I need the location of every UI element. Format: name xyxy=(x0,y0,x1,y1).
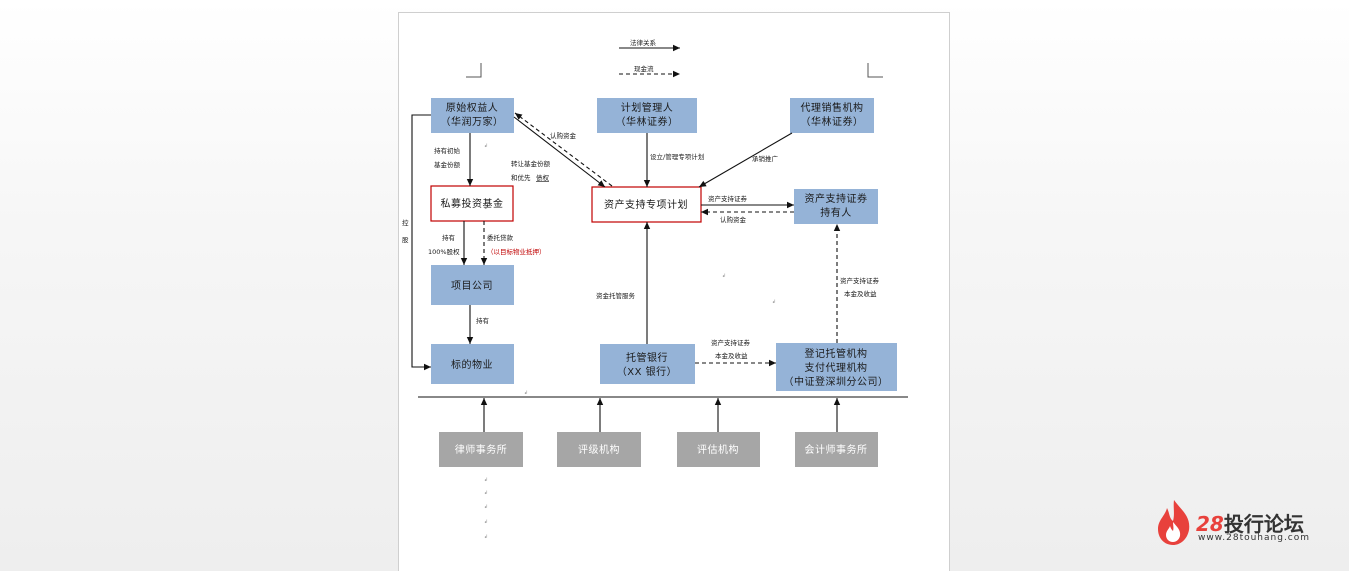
brand-watermark: 28投行论坛 www.28touhang.com xyxy=(1155,498,1330,548)
node-original-owner: 原始权益人 （华润万家） xyxy=(431,98,514,133)
transfer-share-label-1: 转让基金份额 xyxy=(511,159,551,168)
svg-text:↲: ↲ xyxy=(484,519,488,525)
holds-label: 持有 xyxy=(476,316,490,325)
hold-100-label-1: 持有 xyxy=(442,233,456,242)
abs-income-label-1a: 资产支持证券 xyxy=(711,338,751,347)
registration-agency-line1: 登记托管机构 xyxy=(805,347,868,360)
svg-text:↲: ↲ xyxy=(484,143,488,149)
abs-holder-line1: 资产支持证券 xyxy=(805,192,868,205)
svg-text:↲: ↲ xyxy=(484,504,488,510)
transfer-share-label-2: 和优先 xyxy=(511,173,531,182)
original-owner-line1: 原始权益人 xyxy=(446,101,499,114)
subscription-funds-label-2: 认购资金 xyxy=(720,215,747,224)
svg-text:↲: ↲ xyxy=(722,273,726,279)
node-plan-manager: 计划管理人 （华林证券） xyxy=(597,98,697,133)
abs-out-label: 资产支持证券 xyxy=(708,194,748,203)
svg-text:↲: ↲ xyxy=(484,477,488,483)
abs-income-label-1b: 本金及收益 xyxy=(715,351,748,360)
control-connector xyxy=(411,114,431,371)
target-property-label: 标的物业 xyxy=(451,358,493,371)
abs-holder-line2: 持有人 xyxy=(820,206,852,219)
node-abs-holder: 资产支持证券 持有人 xyxy=(794,189,878,224)
registration-agency-line2: 支付代理机构 xyxy=(805,361,868,374)
custodian-bank-line2: （XX 银行） xyxy=(617,365,677,378)
hold-100-label-2: 100%股权 xyxy=(428,247,460,256)
abs-plan-label: 资产支持专项计划 xyxy=(604,198,688,211)
law-firm-label: 律师事务所 xyxy=(455,443,508,456)
brand-number: 28 xyxy=(1196,512,1224,536)
crop-mark-left xyxy=(466,63,482,78)
flame-logo-icon xyxy=(1158,500,1190,545)
svg-text:↲: ↲ xyxy=(772,299,776,305)
node-target-property: 标的物业 xyxy=(431,344,514,384)
mortgage-note-label: （以目标物业抵押） xyxy=(487,247,546,256)
node-project-company: 项目公司 xyxy=(431,265,514,305)
node-law-firm: 律师事务所 xyxy=(439,432,523,467)
brand-title: 投行论坛 xyxy=(1223,512,1304,536)
svg-text:↲: ↲ xyxy=(484,534,488,540)
private-fund-label: 私募投资基金 xyxy=(441,197,504,210)
legend-legal-label: 法律关系 xyxy=(630,38,657,47)
original-owner-line2: （华润万家） xyxy=(441,115,504,128)
plan-manager-line2: （华林证券） xyxy=(616,115,679,128)
rating-agency-label: 评级机构 xyxy=(578,443,620,456)
hold-fund-label-2: 基金份额 xyxy=(434,160,461,169)
node-rating-agency: 评级机构 xyxy=(557,432,641,467)
legend: 法律关系 现金流 xyxy=(619,38,680,78)
node-private-fund: 私募投资基金 xyxy=(430,185,514,222)
abs-income-label-2b: 本金及收益 xyxy=(844,289,877,298)
node-appraisal-agency: 评估机构 xyxy=(677,432,760,467)
sales-agency-line1: 代理销售机构 xyxy=(801,101,864,114)
sales-agency-line2: （华林证券） xyxy=(801,115,864,128)
svg-text:↲: ↲ xyxy=(484,490,488,496)
custodian-bank-line1: 托管银行 xyxy=(626,351,668,364)
appraisal-agency-label: 评估机构 xyxy=(697,443,739,456)
entrusted-loan-label: 委托贷款 xyxy=(487,233,514,242)
abs-income-label-2a: 资产支持证券 xyxy=(840,276,880,285)
control-label-1: 控 xyxy=(402,218,409,227)
accounting-firm-label: 会计师事务所 xyxy=(805,443,868,456)
crop-mark-right xyxy=(867,63,883,78)
sales-promotion-label: 承销推广 xyxy=(752,154,779,163)
svg-text:↲: ↲ xyxy=(524,390,528,396)
owner-to-plan-arrow xyxy=(513,116,606,188)
control-label-2: 股 xyxy=(402,236,409,244)
project-company-label: 项目公司 xyxy=(451,280,493,292)
transfer-share-link: 债权 xyxy=(536,173,550,182)
plan-to-owner-dashed-arrow xyxy=(514,112,613,187)
svg-text:↲: ↲ xyxy=(484,205,488,211)
brand-name: 28投行论坛 xyxy=(1196,508,1304,537)
fund-custody-label: 资金托管服务 xyxy=(596,291,636,300)
legend-fund-label: 现金流 xyxy=(634,64,654,73)
establish-manage-label: 设立/管理专项计划 xyxy=(650,152,704,161)
brand-url: www.28touhang.com xyxy=(1198,533,1311,543)
node-sales-agency: 代理销售机构 （华林证券） xyxy=(790,98,874,133)
node-accounting-firm: 会计师事务所 xyxy=(795,432,878,467)
registration-agency-line3: （中证登深圳分公司） xyxy=(784,375,889,388)
sales-to-plan-arrow xyxy=(698,132,793,188)
hold-fund-label-1: 持有初始 xyxy=(434,146,461,155)
plan-manager-line1: 计划管理人 xyxy=(621,101,674,114)
node-abs-plan: 资产支持专项计划 xyxy=(591,186,702,223)
subscription-funds-label-1: 认购资金 xyxy=(550,131,577,140)
node-registration-agency: 登记托管机构 支付代理机构 （中证登深圳分公司） xyxy=(776,343,897,391)
paragraph-marks: ↲ ↲ ↲ ↲ ↲ ↲ ↲ ↲ ↲ ↲ xyxy=(484,143,776,540)
node-custodian-bank: 托管银行 （XX 银行） xyxy=(600,344,695,384)
